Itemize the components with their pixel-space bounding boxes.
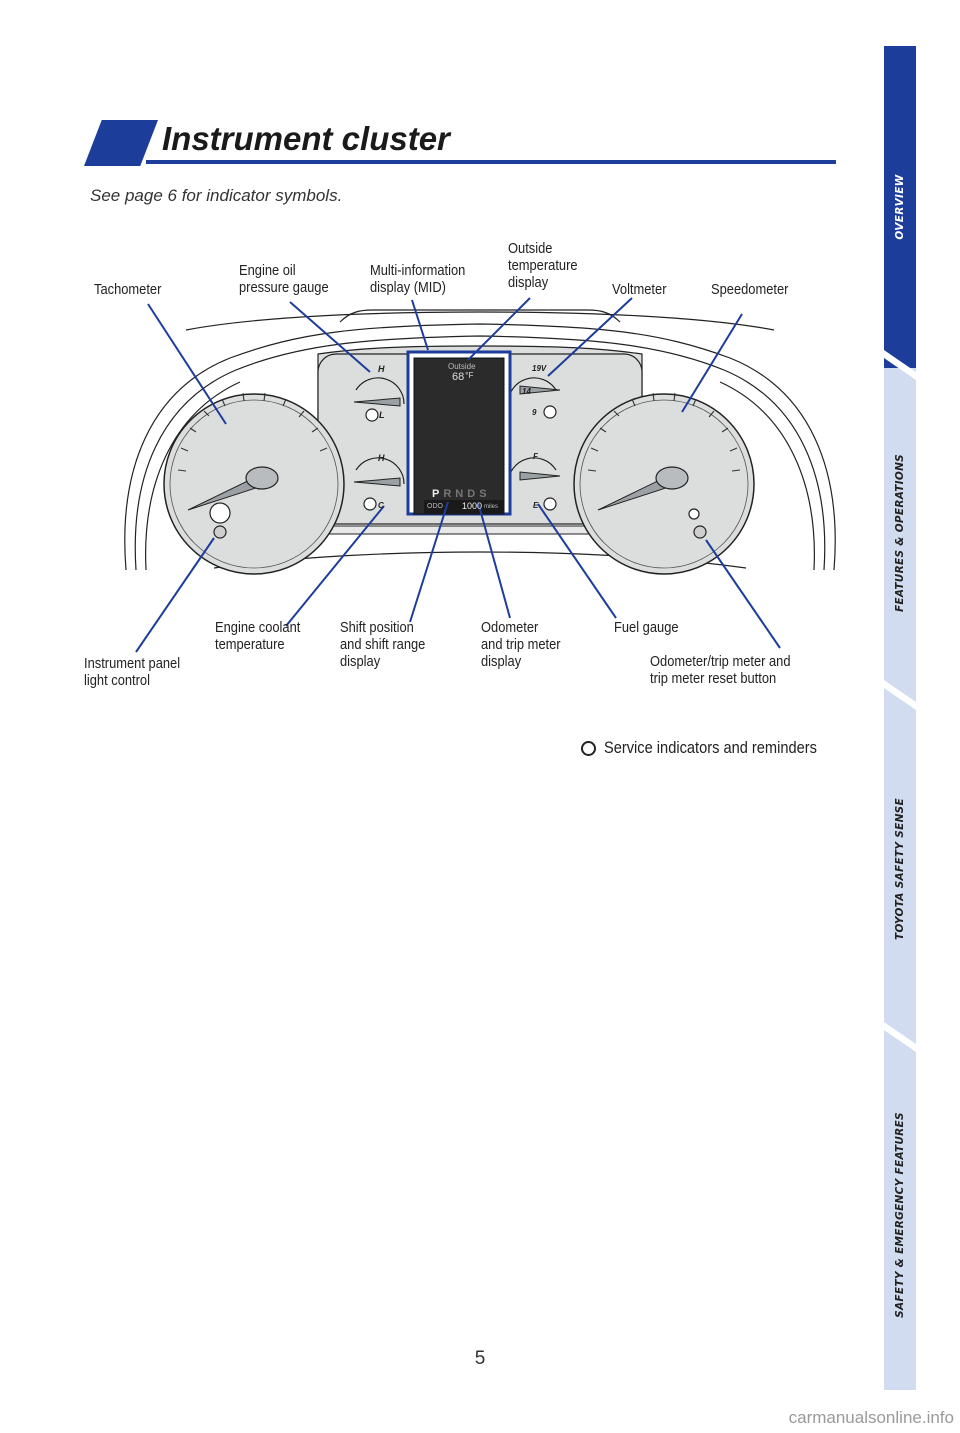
header-rule xyxy=(146,160,836,164)
shift-letter-r: R xyxy=(443,488,452,500)
callout-oil-pressure-line2: pressure gauge xyxy=(239,279,329,296)
callout-shift-line3: display xyxy=(340,653,381,670)
shift-indicator: P R N D S xyxy=(432,488,487,500)
page-title: Instrument cluster xyxy=(162,120,450,157)
tachometer-dial xyxy=(163,392,345,575)
coolant-gauge xyxy=(353,457,405,511)
tachometer-ticks xyxy=(177,392,328,472)
volt-low-mark: 9 xyxy=(532,408,537,417)
tab-features-operations[interactable]: FEATURES & OPERATIONS xyxy=(884,368,916,698)
section-header: Instrument cluster xyxy=(84,118,836,168)
volt-mid-mark: 14 xyxy=(522,387,531,396)
mid-outside-label: Outside xyxy=(448,362,476,371)
mid-outside-temp-value: 68 xyxy=(452,371,465,383)
tab-toyota-safety-sense[interactable]: TOYOTA SAFETY SENSE xyxy=(884,698,916,1040)
callout-coolant-line1: Engine coolant xyxy=(215,619,301,636)
callout-odometer: Odometer and trip meter display xyxy=(481,619,561,670)
callout-outside-temp: Outside temperature display xyxy=(508,240,578,291)
callout-panel-light-line2: light control xyxy=(84,672,150,689)
callout-shift: Shift position and shift range display xyxy=(340,619,425,670)
callout-coolant: Engine coolant temperature xyxy=(215,619,300,653)
callout-odometer-line2: and trip meter xyxy=(481,636,561,653)
callout-shift-line1: Shift position xyxy=(340,619,414,636)
callout-outside-temp-line2: temperature xyxy=(508,257,578,274)
mid-screen xyxy=(413,357,505,515)
coolant-high-mark: H xyxy=(378,453,385,463)
service-legend-text: Service indicators and reminders xyxy=(604,738,817,757)
callout-reset: Odometer/trip meter and trip meter reset… xyxy=(650,653,791,687)
callout-fuel-text: Fuel gauge xyxy=(614,619,679,636)
callout-mid: Multi-information display (MID) xyxy=(370,262,465,296)
shift-letter-n: N xyxy=(455,488,464,500)
odo-reset-button xyxy=(693,525,707,539)
odo-unit: miles xyxy=(484,504,499,510)
callout-mid-line1: Multi-information xyxy=(370,262,466,279)
shift-letter-d: D xyxy=(467,488,476,500)
callout-mid-line2: display (MID) xyxy=(370,279,446,296)
tab-separators xyxy=(884,350,916,1052)
oil-high-mark: H xyxy=(378,364,385,374)
callout-coolant-line2: temperature xyxy=(215,636,285,653)
callout-oil-pressure-line1: Engine oil xyxy=(239,262,296,279)
cluster-housing xyxy=(124,309,836,571)
callout-odometer-line1: Odometer xyxy=(481,619,539,636)
speedometer-ticks xyxy=(587,392,741,472)
callout-reset-line2: trip meter reset button xyxy=(650,670,777,687)
callout-outside-temp-line3: display xyxy=(508,274,549,291)
tab-safety-emergency[interactable]: SAFETY & EMERGENCY FEATURES xyxy=(884,1040,916,1390)
callout-voltmeter: Voltmeter xyxy=(612,281,667,298)
page-number: 5 xyxy=(474,1348,486,1369)
callout-speedometer: Speedometer xyxy=(711,281,788,298)
volt-top-mark: 19V xyxy=(532,364,547,373)
callout-odometer-line3: display xyxy=(481,653,522,670)
watermark: carmanualsonline.info xyxy=(788,1408,954,1427)
callout-reset-line1: Odometer/trip meter and xyxy=(650,653,791,670)
coolant-low-mark: C xyxy=(378,501,384,510)
oil-pressure-gauge xyxy=(353,377,405,422)
tab-overview[interactable]: OVERVIEW xyxy=(884,46,916,368)
callout-fuel: Fuel gauge xyxy=(614,619,679,636)
callout-outside-temp-line1: Outside xyxy=(508,240,553,257)
panel-light-knob xyxy=(209,502,231,524)
page-subtitle: See page 6 for indicator symbols. xyxy=(90,186,343,205)
callout-voltmeter-text: Voltmeter xyxy=(612,281,667,298)
callout-leader-lines xyxy=(135,297,781,653)
callout-panel-light: Instrument panel light control xyxy=(84,655,180,689)
oil-low-mark: L xyxy=(379,410,385,420)
speedometer-dial xyxy=(573,392,755,575)
mid-outside-temp-unit: °F xyxy=(465,371,474,380)
shift-letter-s: S xyxy=(479,488,487,500)
odo-value: 1000 xyxy=(462,501,483,511)
callout-shift-line2: and shift range xyxy=(340,636,426,653)
fuel-empty-mark: E xyxy=(533,501,539,510)
odo-bar xyxy=(424,500,504,514)
callout-oil-pressure: Engine oil pressure gauge xyxy=(239,262,329,296)
callout-tachometer-text: Tachometer xyxy=(94,281,162,298)
mid-outside-temp: 68 °F xyxy=(452,371,473,383)
callout-panel-light-line1: Instrument panel xyxy=(84,655,181,672)
odo-label: ODO xyxy=(427,503,443,510)
service-indicator-icon xyxy=(581,740,596,756)
service-legend: Service indicators and reminders xyxy=(581,738,852,758)
callout-tachometer: Tachometer xyxy=(94,281,161,298)
shift-letter-p: P xyxy=(432,488,440,500)
fuel-full-mark: F xyxy=(533,452,538,461)
callout-speedometer-text: Speedometer xyxy=(711,281,789,298)
